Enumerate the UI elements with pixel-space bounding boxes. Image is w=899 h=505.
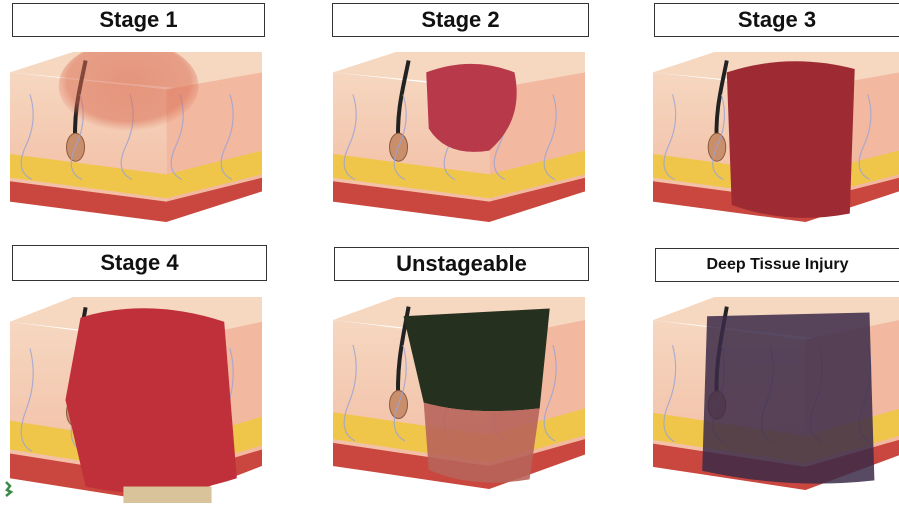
deep-tissue-injury-label: Deep Tissue Injury: [655, 248, 899, 282]
unstageable-label: Unstageable: [334, 247, 589, 281]
stage-4-label-text: Stage 4: [100, 250, 178, 276]
stage-2-illustration: [333, 52, 585, 222]
deep-tissue-injury-illustration: [653, 297, 899, 490]
unstageable-label-text: Unstageable: [396, 251, 527, 277]
stage-1-label: Stage 1: [12, 3, 265, 37]
unstageable-illustration: [333, 297, 585, 489]
stage-3-illustration: [653, 52, 899, 222]
deep-tissue-injury-label-text: Deep Tissue Injury: [707, 256, 849, 274]
stage-1-label-text: Stage 1: [99, 7, 177, 33]
stage-1-illustration: [10, 52, 262, 222]
stage-2-label: Stage 2: [332, 3, 589, 37]
stage-3-label: Stage 3: [654, 3, 899, 37]
stage-4-illustration: [10, 297, 262, 503]
stage-3-label-text: Stage 3: [738, 7, 816, 33]
stage-2-label-text: Stage 2: [421, 7, 499, 33]
small-green-mark-icon: [4, 480, 16, 498]
stage-4-label: Stage 4: [12, 245, 267, 281]
